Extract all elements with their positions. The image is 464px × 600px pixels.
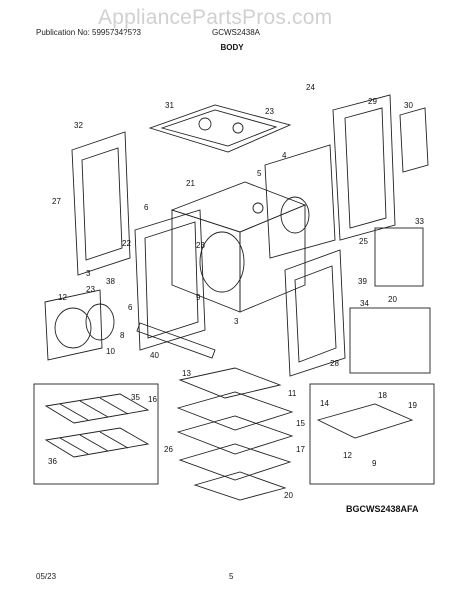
- model-number: GCWS2438A: [212, 28, 261, 37]
- callout-labels: 24 23 29 30 31 32 4 5 21 27 6 22 25 33 2…: [48, 83, 424, 500]
- footer-date: 05/23: [36, 572, 57, 581]
- callout: 9: [196, 293, 201, 302]
- part-gasket: [85, 303, 115, 341]
- callout: 33: [415, 217, 424, 226]
- part-rear-panel: [264, 144, 336, 259]
- callout: 34: [360, 299, 369, 308]
- part-wiring-box: [349, 307, 431, 374]
- callout: 12: [58, 293, 67, 302]
- part-front-frame: [134, 209, 206, 351]
- part-screws-box: [374, 227, 424, 287]
- callout: 32: [74, 121, 83, 130]
- part-racks-box: [33, 383, 159, 485]
- callout: 31: [165, 101, 174, 110]
- callout: 40: [150, 351, 159, 360]
- callout: 6: [144, 203, 149, 212]
- callout: 22: [122, 239, 131, 248]
- part-bake-element: [316, 403, 414, 439]
- diagram-id: BGCWS2438AFA: [346, 504, 419, 514]
- callout: 27: [52, 197, 61, 206]
- callout: 20: [388, 295, 397, 304]
- part-element-box: [309, 383, 435, 485]
- callout: 19: [408, 401, 417, 410]
- part-top-panel: [148, 104, 292, 153]
- callout: 14: [320, 399, 329, 408]
- callout: 6: [128, 303, 133, 312]
- callout: 28: [330, 359, 339, 368]
- callout: 8: [120, 331, 125, 340]
- callout: 15: [296, 419, 305, 428]
- callout: 16: [148, 395, 157, 404]
- callout: 5: [257, 169, 262, 178]
- callout: 26: [164, 445, 173, 454]
- part-lower-trays: [176, 367, 294, 501]
- callout: 4: [282, 151, 287, 160]
- callout: 20: [284, 491, 293, 500]
- callout: 18: [378, 391, 387, 400]
- part-right-side-panel: [284, 249, 346, 377]
- part-rack-upper: [44, 393, 150, 424]
- callout: 39: [358, 277, 367, 286]
- part-back-panel: [332, 94, 396, 241]
- callout: 21: [186, 179, 195, 188]
- callout: 11: [288, 389, 297, 398]
- callout: 23: [265, 107, 274, 116]
- callout: 23: [86, 285, 95, 294]
- publication-number: Publication No: 5995734?5?3: [36, 28, 141, 37]
- part-left-side-panel: [71, 131, 131, 276]
- part-trim-strip: [136, 322, 216, 359]
- callout: 35: [131, 393, 140, 402]
- callout: 9: [372, 459, 377, 468]
- page-title: BODY: [220, 43, 244, 52]
- callout: 12: [343, 451, 352, 460]
- part-rack-lower: [44, 427, 150, 458]
- callout: 24: [306, 83, 315, 92]
- part-fan-cover: [44, 289, 103, 361]
- callout: 13: [182, 369, 191, 378]
- callout: 10: [106, 347, 115, 356]
- footer-page: 5: [229, 572, 234, 581]
- part-oven-cavity: [170, 181, 307, 313]
- part-small-panel: [399, 107, 429, 173]
- callout: 30: [404, 101, 413, 110]
- callout: 36: [48, 457, 57, 466]
- callout: 17: [296, 445, 305, 454]
- watermark: AppliancePartsPros.com: [98, 6, 333, 29]
- callout: 3: [86, 269, 91, 278]
- callout: 3: [234, 317, 239, 326]
- callout: 25: [359, 237, 368, 246]
- callout: 38: [106, 277, 115, 286]
- callout: 29: [368, 97, 377, 106]
- callout: 23: [196, 241, 205, 250]
